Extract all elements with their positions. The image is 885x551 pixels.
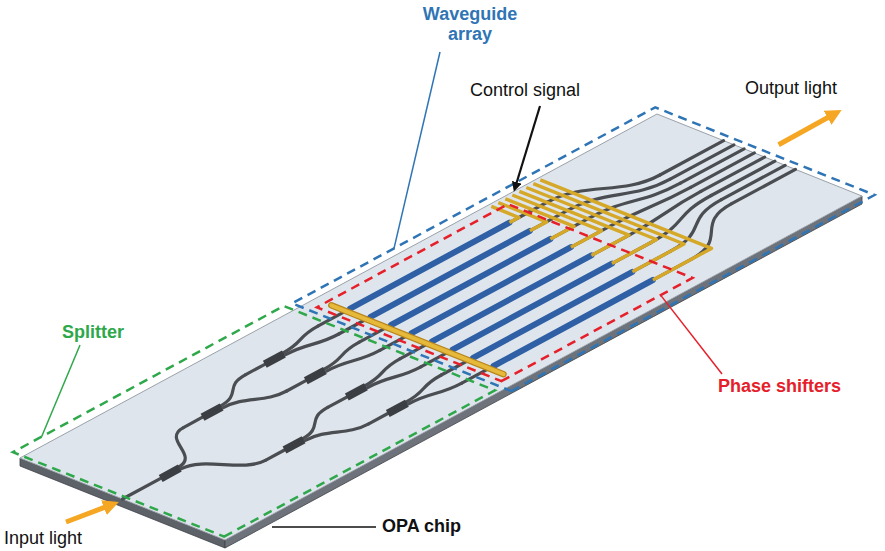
leader-line <box>42 345 80 437</box>
waveguide <box>183 417 202 427</box>
region-label: Phase shifters <box>718 376 841 396</box>
waveguide <box>176 428 185 468</box>
waveguide <box>691 204 732 260</box>
region-label: Waveguide array <box>415 4 525 44</box>
signal-label: Control signal <box>470 80 580 100</box>
leader-line <box>661 295 722 374</box>
mmi-splitter <box>285 440 304 450</box>
phase-shifter <box>350 223 509 309</box>
waveguide <box>265 450 284 460</box>
waveguide <box>123 478 161 499</box>
waveguide <box>680 149 744 183</box>
waveguide <box>369 414 388 424</box>
waveguide <box>328 397 347 407</box>
mmi-splitter <box>161 468 180 478</box>
mmi-splitter <box>388 403 407 413</box>
phase-shifter-region <box>317 204 693 381</box>
output-light-arrow <box>779 113 836 145</box>
phase-shifter <box>391 239 550 325</box>
mmi-splitter <box>306 370 325 380</box>
waveguide <box>405 375 441 403</box>
chip-surface <box>20 114 862 540</box>
mmi-splitter <box>203 407 222 417</box>
ground-electrode <box>331 305 503 374</box>
waveguide-array-region <box>292 107 874 391</box>
input-light-arrow <box>66 504 113 522</box>
light-label: Input light <box>4 528 82 548</box>
waveguide <box>246 364 265 374</box>
leader-line <box>394 52 440 248</box>
splitter-region <box>13 306 495 537</box>
control-arrow <box>515 106 540 188</box>
leader-line <box>272 526 376 527</box>
mmi-splitter <box>265 354 284 364</box>
waveguide <box>287 381 306 391</box>
waveguide <box>660 141 724 175</box>
waveguide <box>711 161 775 195</box>
waveguide <box>670 145 734 179</box>
waveguide <box>302 407 328 439</box>
waveguide <box>732 169 796 203</box>
waveguide <box>282 326 318 354</box>
waveguide <box>323 342 359 370</box>
mmi-splitter <box>347 387 366 397</box>
waveguide <box>364 359 400 387</box>
waveguide <box>721 165 785 199</box>
chip-label: OPA chip <box>382 516 461 536</box>
waveguide <box>318 202 547 326</box>
waveguide <box>701 157 765 191</box>
region-label: Splitter <box>62 322 124 342</box>
waveguide <box>220 375 246 407</box>
waveguide <box>691 153 755 187</box>
light-label: Output light <box>745 78 837 98</box>
waveguide <box>182 460 266 468</box>
ground-electrode <box>331 305 503 374</box>
signal-electrode <box>491 206 519 222</box>
